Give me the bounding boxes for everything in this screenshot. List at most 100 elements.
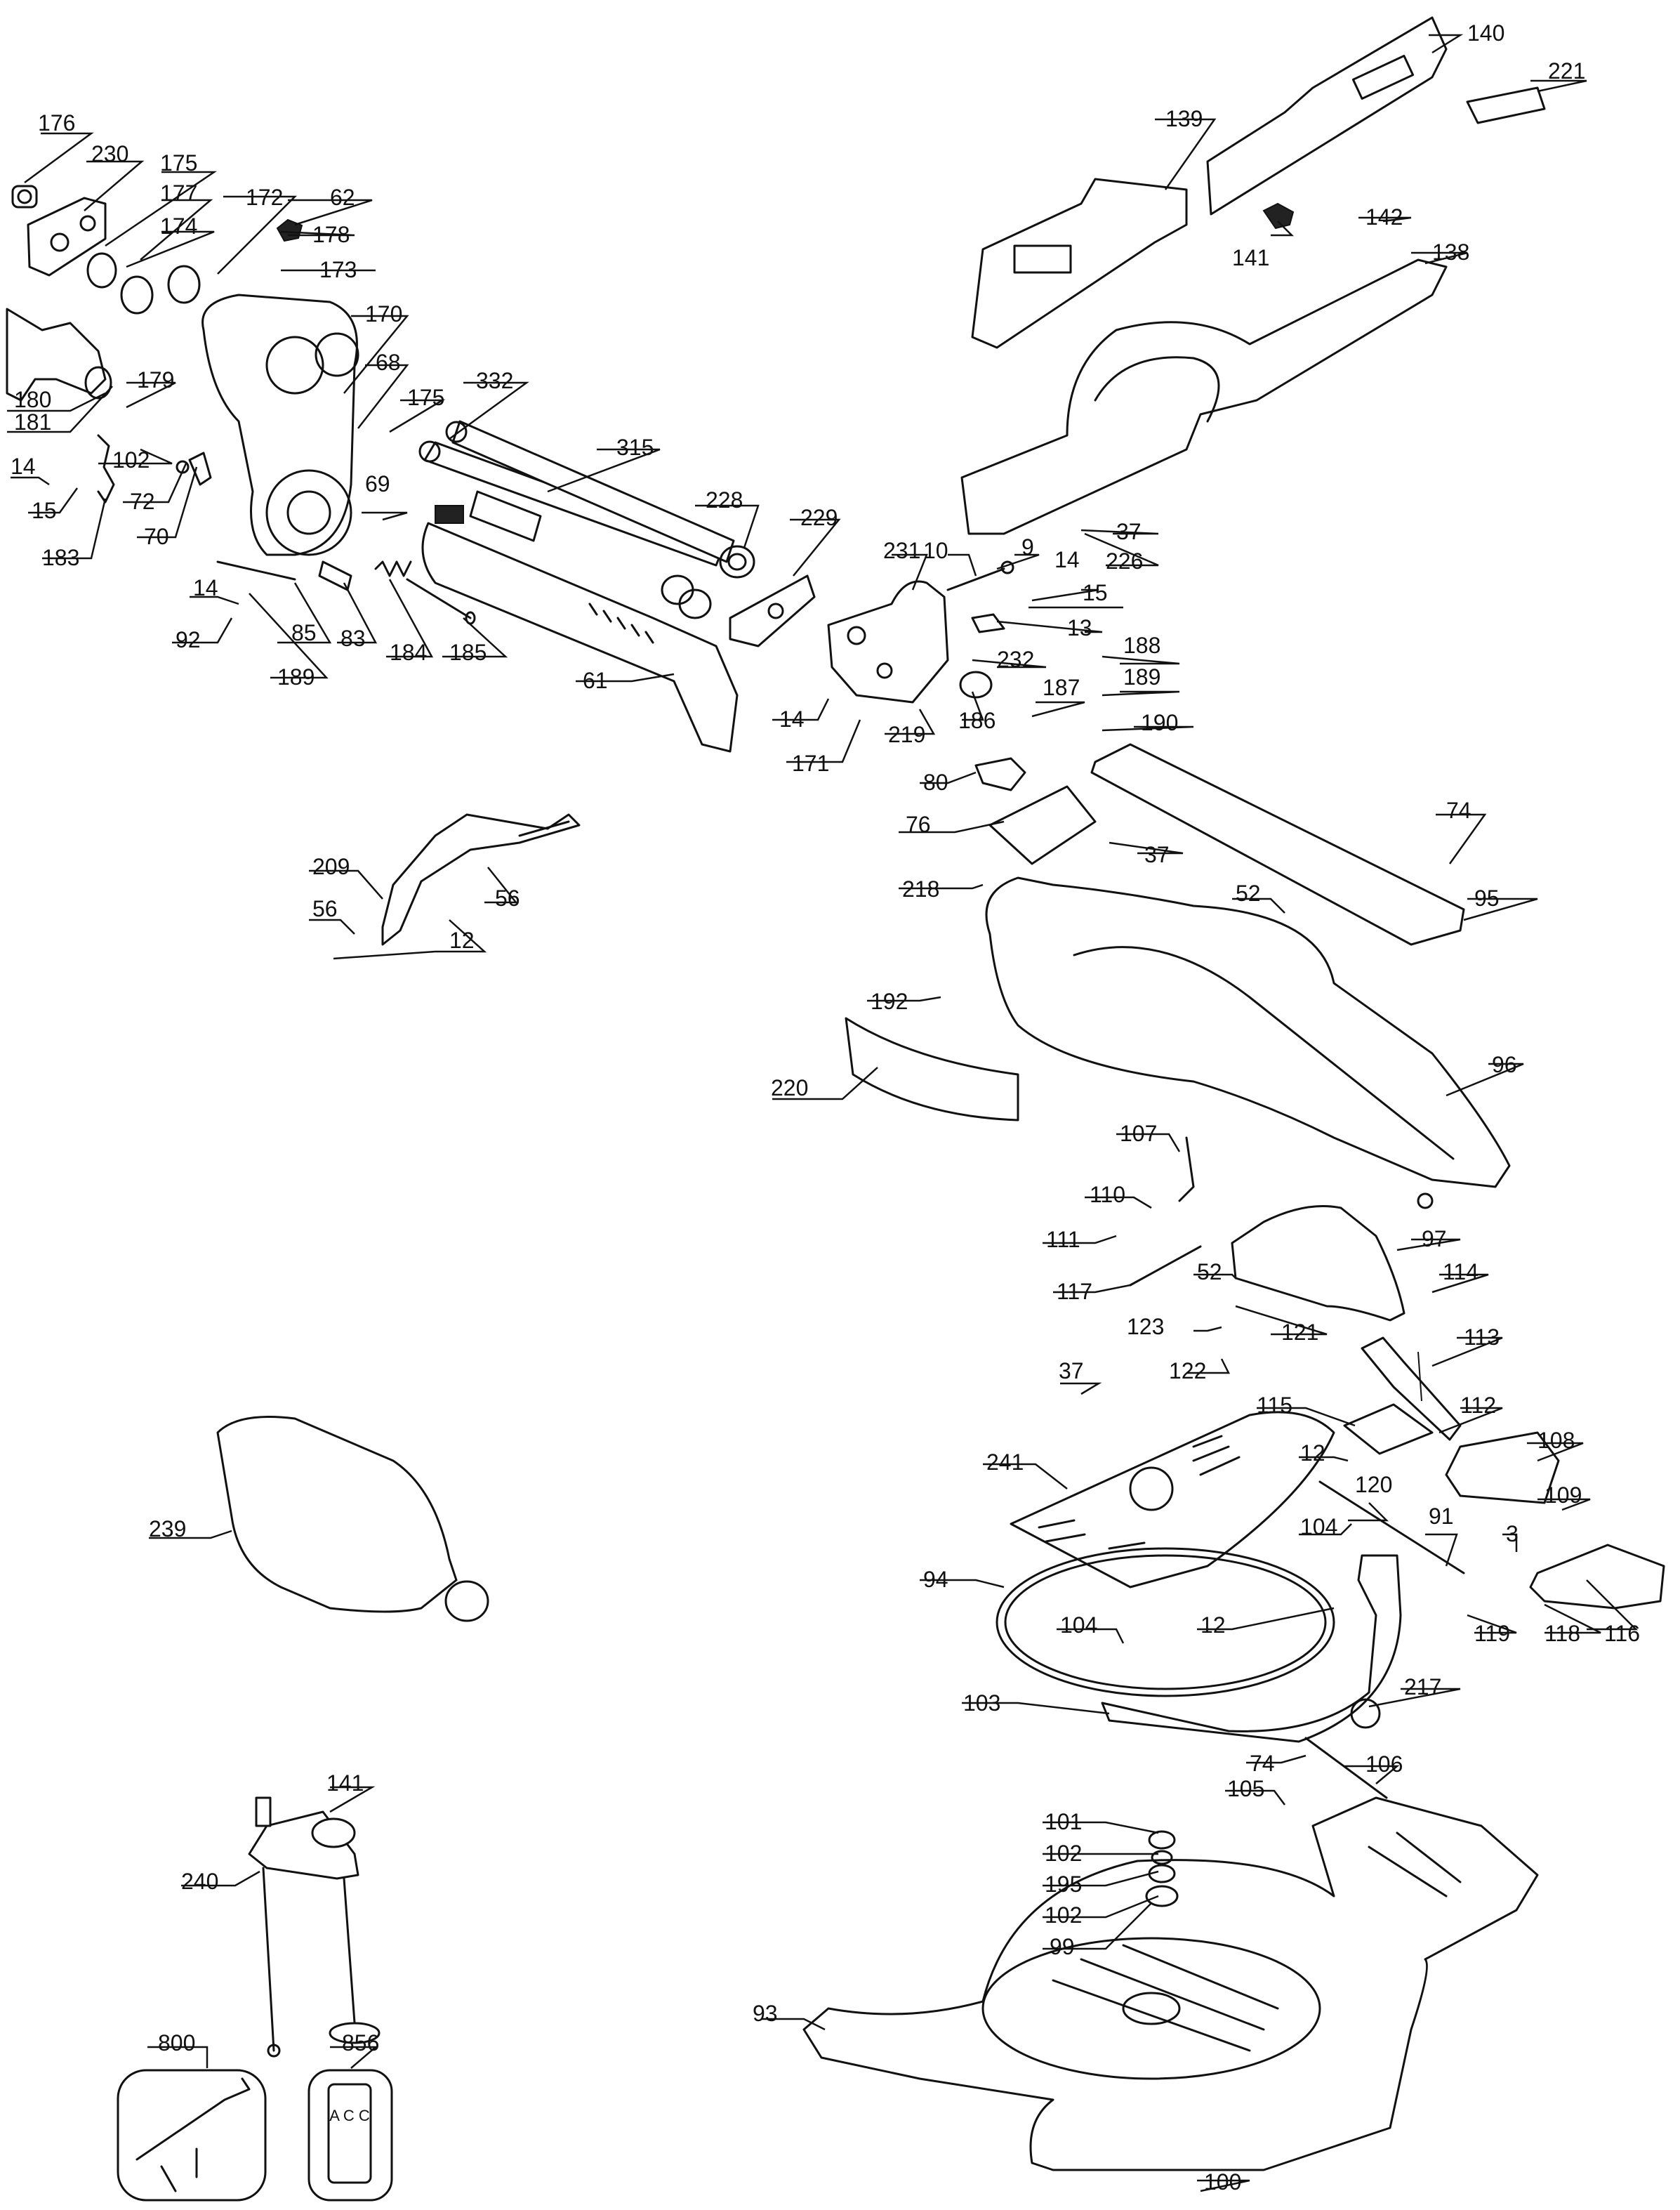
- label-14b: 14: [779, 706, 805, 732]
- part-221-label: [1466, 86, 1546, 124]
- label-178: 178: [312, 222, 350, 247]
- label-112: 112: [1460, 1393, 1496, 1418]
- label-83: 83: [340, 626, 366, 651]
- part-170-motor-housing: [201, 294, 359, 556]
- label-12a: 12: [1300, 1440, 1325, 1466]
- label-72: 72: [130, 489, 155, 514]
- label-230: 230: [91, 141, 128, 166]
- part-116-handle: [1529, 1544, 1665, 1610]
- part-186-bushing: [959, 671, 993, 699]
- label-62: 62: [330, 185, 355, 210]
- label-102a: 102: [1045, 1841, 1082, 1866]
- label-92: 92: [176, 627, 201, 652]
- label-173: 173: [319, 257, 357, 282]
- part-99-washers: [1145, 1830, 1179, 1907]
- label-175a: 175: [160, 150, 197, 176]
- label-109: 109: [1545, 1482, 1582, 1508]
- label-103: 103: [963, 1690, 1000, 1716]
- label-119: 119: [1474, 1621, 1510, 1646]
- label-116: 116: [1604, 1621, 1640, 1646]
- label-221: 221: [1548, 58, 1585, 84]
- label-10: 10: [923, 538, 948, 563]
- label-240: 240: [181, 1869, 218, 1894]
- label-175b: 175: [407, 385, 444, 410]
- part-drawings: A C C: [6, 16, 1665, 2202]
- label-94: 94: [923, 1567, 948, 1592]
- part-241-plate: [1010, 1411, 1335, 1589]
- label-184: 184: [390, 640, 427, 665]
- part-97-cover: [1231, 1205, 1405, 1322]
- label-61: 61: [583, 668, 608, 693]
- leader-lines: [7, 34, 1639, 2192]
- part-183-bracket: [97, 434, 115, 504]
- label-209: 209: [312, 854, 350, 879]
- label-115: 115: [1257, 1393, 1292, 1418]
- part-120-rod: [1318, 1480, 1465, 1574]
- label-99: 99: [1050, 1934, 1075, 1959]
- label-232: 232: [997, 647, 1034, 672]
- label-171: 171: [792, 751, 829, 776]
- label-226: 226: [1106, 548, 1143, 574]
- label-74a: 74: [1446, 798, 1471, 823]
- part-61-lower-arm: [421, 505, 739, 753]
- label-14c: 14: [11, 454, 36, 479]
- label-70: 70: [144, 524, 169, 549]
- label-140: 140: [1467, 20, 1504, 46]
- label-332: 332: [476, 368, 513, 393]
- label-74b: 74: [1250, 1751, 1275, 1776]
- label-15a: 15: [1083, 580, 1108, 605]
- part-13-lever: [971, 613, 1005, 633]
- part-217-disc: [1350, 1698, 1381, 1729]
- label-101: 101: [1045, 1809, 1082, 1834]
- part-800-box: [117, 2069, 267, 2202]
- label-114: 114: [1443, 1259, 1479, 1284]
- label-170: 170: [365, 301, 402, 327]
- label-105: 105: [1227, 1776, 1264, 1801]
- part-94-ring: [996, 1547, 1335, 1697]
- part-141-knob: [1262, 202, 1295, 230]
- label-108: 108: [1537, 1428, 1575, 1453]
- part-180-handle: [6, 308, 112, 402]
- label-800: 800: [158, 2030, 195, 2056]
- label-183: 183: [42, 545, 79, 570]
- label-95: 95: [1474, 886, 1500, 911]
- label-113: 113: [1464, 1324, 1500, 1350]
- label-15b: 15: [32, 498, 57, 523]
- label-120: 120: [1355, 1472, 1392, 1497]
- part-95-fence-plate: [1090, 743, 1465, 946]
- part-176-knob: [11, 185, 38, 209]
- part-184-spring: [374, 560, 412, 577]
- label-139: 139: [1165, 106, 1203, 131]
- label-104b: 104: [1060, 1612, 1097, 1638]
- label-107: 107: [1120, 1121, 1157, 1146]
- part-93-base: [802, 1796, 1539, 2171]
- part-76-cover: [988, 785, 1097, 865]
- part-229-plate: [729, 574, 816, 647]
- label-141a: 141: [326, 1770, 364, 1796]
- label-217: 217: [1404, 1674, 1441, 1699]
- part-239-dust-bag: [216, 1416, 489, 1622]
- label-37a: 37: [1116, 519, 1142, 544]
- label-37b: 37: [1144, 842, 1170, 867]
- label-97: 97: [1422, 1226, 1447, 1251]
- label-172: 172: [246, 185, 283, 210]
- label-102c: 102: [112, 447, 150, 473]
- callout-labels: 176 230 175 177 174 172 62 178 173 170 6…: [11, 20, 1640, 2195]
- label-123: 123: [1127, 1314, 1164, 1339]
- part-103-scale: [1101, 1554, 1402, 1743]
- label-100: 100: [1204, 2169, 1241, 2195]
- label-102b: 102: [1045, 1902, 1082, 1928]
- label-37c: 37: [1059, 1358, 1084, 1383]
- label-180: 180: [14, 387, 51, 412]
- label-186: 186: [958, 708, 996, 733]
- part-138-base-fence: [960, 258, 1448, 535]
- label-190: 190: [1141, 710, 1178, 735]
- part-315-rail: [445, 420, 735, 563]
- label-13: 13: [1067, 615, 1092, 640]
- label-76: 76: [906, 812, 931, 837]
- label-80: 80: [923, 770, 948, 795]
- label-219: 219: [888, 722, 925, 747]
- label-52b: 52: [1197, 1259, 1222, 1284]
